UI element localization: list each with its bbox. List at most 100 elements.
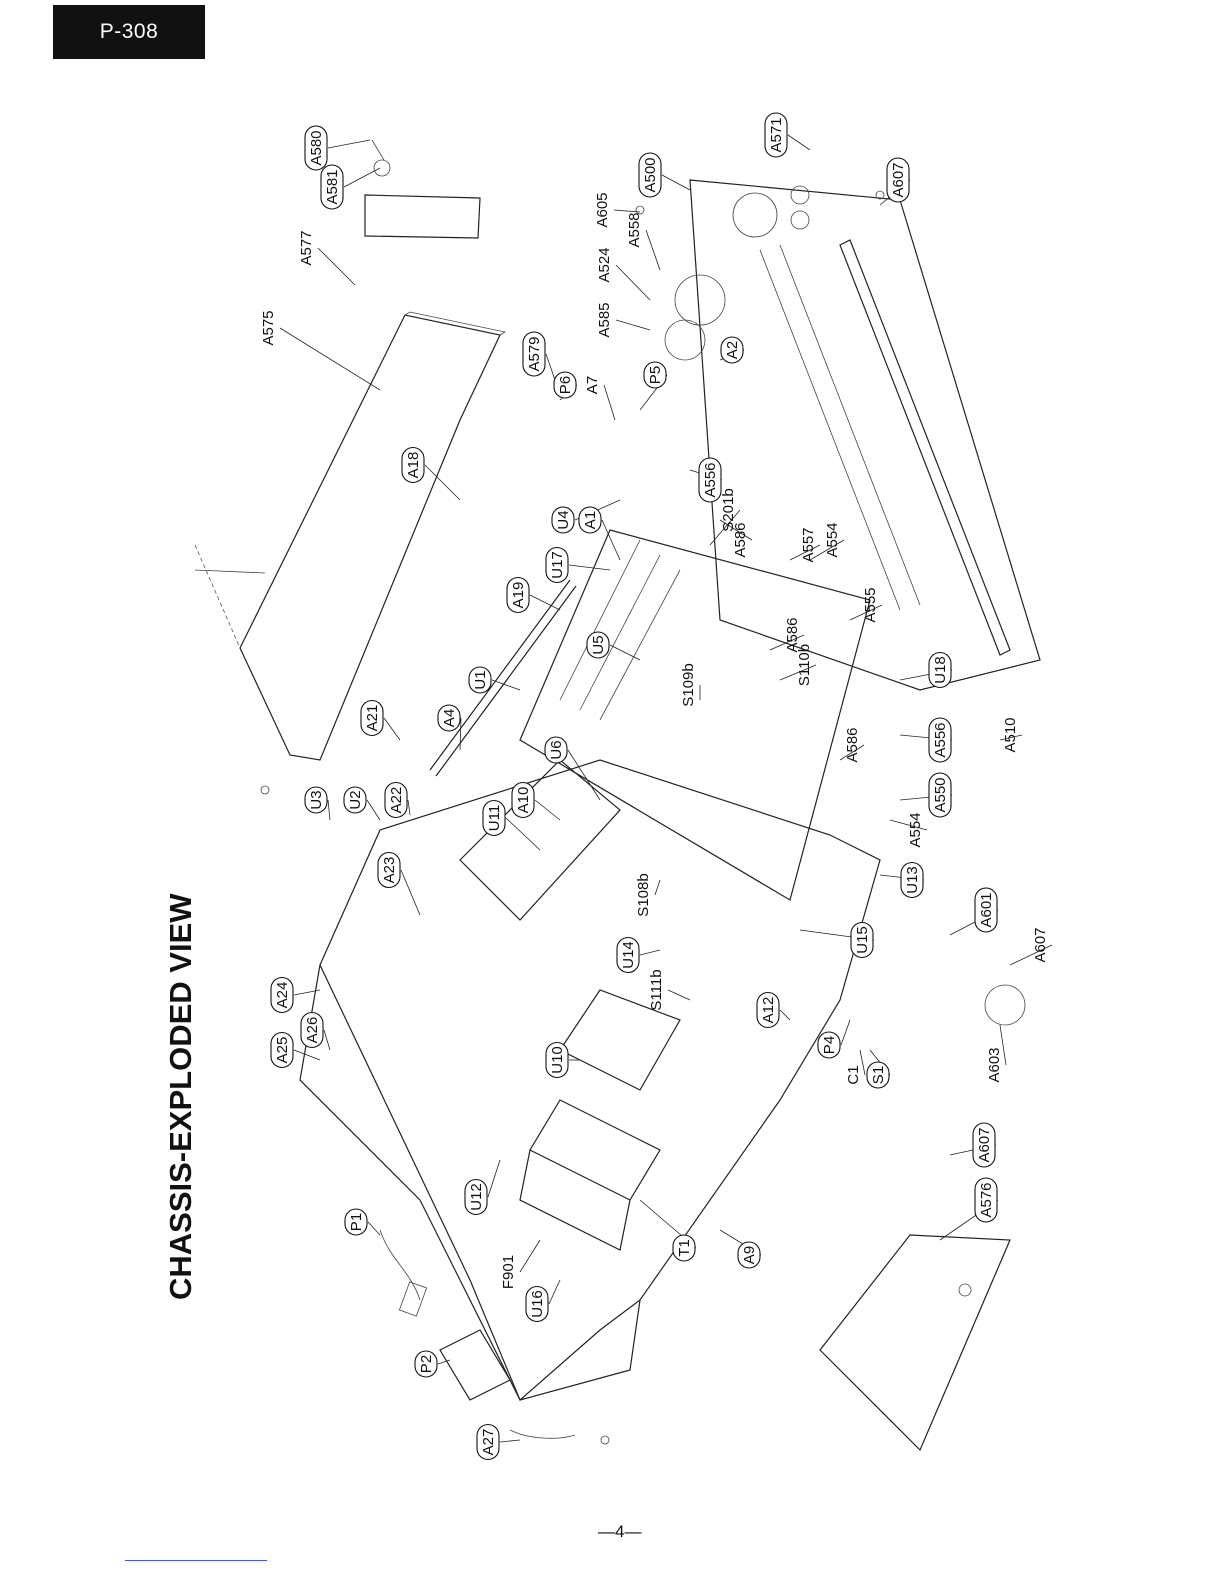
part-callout: A554 [889,812,928,848]
part-label: C1 [845,1065,862,1084]
callout-oval [672,1234,696,1262]
part-label: F901 [500,1255,517,1289]
part-callout: U2 [343,786,381,821]
part-callout: T1 [639,1199,697,1262]
callout-oval [972,1122,996,1168]
callout-leader-line [534,799,561,821]
part-callout: U18 [899,651,953,689]
part-label: A556 [702,462,719,497]
part-label: A21 [364,705,381,732]
callout-oval [437,704,461,732]
callout-leader-line [787,134,811,151]
callout-leader-line [999,734,1023,741]
callout-oval [974,1177,998,1223]
callout-leader-line [279,327,381,391]
callout-oval [638,152,662,198]
part-callout: A510 [999,717,1023,753]
part-label: A19 [510,582,527,609]
callout-oval [522,331,546,377]
callout-oval [866,1061,890,1089]
part-label: A571 [768,117,785,152]
callout-leader-line [366,799,381,821]
part-label: U4 [555,510,572,529]
chassis-drawing [194,139,1041,1452]
callout-leader-line [661,174,691,191]
callout-oval [270,976,294,1014]
part-callout: U15 [799,921,875,959]
callout-oval [525,1285,549,1323]
part-callout: A18 [401,446,461,501]
callout-leader-line [719,519,753,541]
part-label: U3 [308,790,325,809]
callout-leader-line [603,384,616,421]
part-label: T1 [676,1239,693,1257]
part-callout: U10 [545,1041,580,1079]
part-label: A557 [800,527,817,562]
part-callout: U3 [304,786,331,821]
part-label: A7 [584,376,601,394]
callout-leader-line [889,819,928,831]
part-callout: S108b [635,873,661,917]
callout-oval [476,1423,500,1461]
part-callout: A601 [949,887,999,936]
part-label: A558 [626,212,643,247]
callout-leader-line [567,749,601,801]
part-callout: A19 [506,576,561,614]
callout-leader-line [709,509,741,546]
part-label: U14 [620,941,637,969]
part-label: A586 [732,522,749,557]
part-label: U12 [468,1183,485,1211]
part-label: A22 [388,787,405,814]
callout-leader-line [400,869,421,916]
part-label: A1 [582,511,599,529]
part-label: S108b [635,873,652,916]
part-label: A577 [298,230,315,265]
callout-leader-line [615,264,651,301]
footer-rule [125,1560,267,1561]
callout-oval [414,1350,438,1378]
callout-leader-line [407,799,411,816]
part-label: A4 [441,709,458,727]
part-label: U5 [590,635,607,654]
part-callout: A607 [1009,927,1053,966]
callout-leader-line [383,717,401,741]
part-label: P4 [821,1036,838,1054]
part-label: U16 [529,1290,546,1318]
callout-oval [886,157,910,203]
callout-leader-line [491,679,521,691]
callout-leader-line [487,1159,501,1198]
part-label: A576 [978,1182,995,1217]
part-label: S111b [648,969,665,1010]
callout-oval [401,446,425,484]
callout-oval [384,781,408,819]
callout-leader-line [615,319,651,331]
part-label: S109b [680,663,697,706]
part-callout: U6 [544,736,601,801]
part-label: A550 [932,777,949,812]
callout-oval [464,1178,488,1216]
part-callout: A2 [719,336,745,364]
part-label: A23 [381,857,398,884]
part-label: A25 [274,1037,291,1064]
part-label: A27 [480,1429,497,1456]
callout-oval [720,336,744,364]
part-label: A575 [260,310,277,345]
part-label: A581 [324,169,341,204]
part-callout: U17 [545,546,611,584]
part-callout: A556 [899,717,953,763]
callout-leader-line [667,989,691,1001]
callout-leader-line [367,1221,381,1236]
part-callout: A1 [578,506,621,561]
callout-leader-line [424,464,461,501]
part-callout: A557 [789,527,821,563]
callout-leader-line [639,949,661,956]
callout-oval [764,112,788,158]
part-label: A12 [760,997,777,1024]
callout-oval [928,717,952,763]
part-callout: A21 [360,699,401,741]
callout-oval [974,887,998,933]
part-callout: A586 [769,617,805,653]
callout-oval [928,772,952,818]
part-callout: A603 [986,1024,1007,1083]
part-label: A607 [1032,927,1049,962]
